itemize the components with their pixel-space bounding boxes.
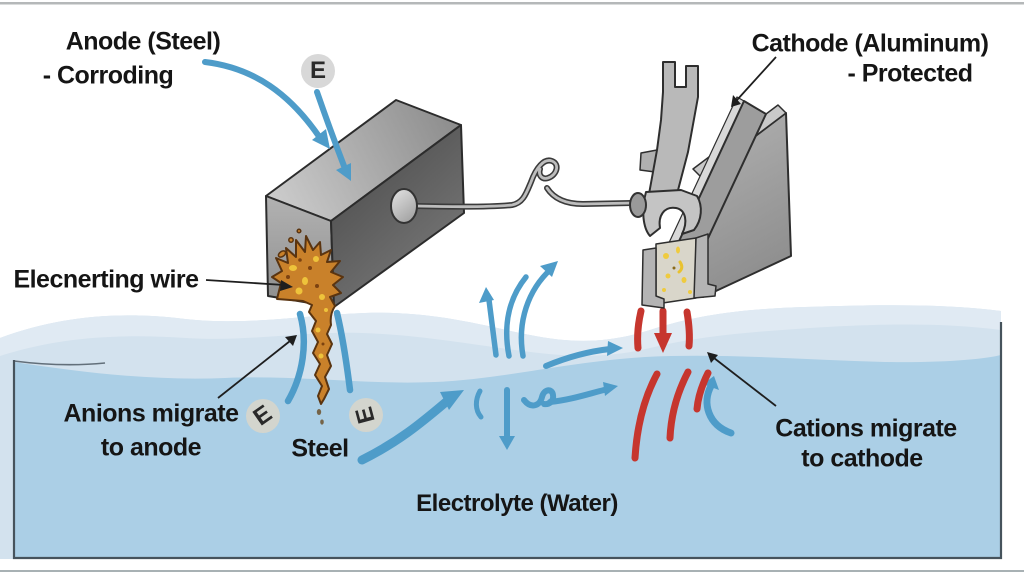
electrolyte-label: Electrolyte (Water): [416, 490, 618, 517]
electron-symbol-cathode: E: [349, 398, 383, 432]
electron-letter: E: [248, 399, 278, 432]
cation-arrowhead: [654, 333, 672, 353]
pointer-arrowheads: [280, 95, 741, 363]
wire-terminal-cathode: [629, 192, 647, 218]
connecting-wire: [413, 157, 635, 210]
wire-terminal-anode: [390, 188, 418, 224]
anode-label-line1: Anode (Steel): [65, 27, 221, 56]
protected-deposits: [662, 246, 692, 294]
rust-corrosion: [271, 228, 344, 425]
rust-flecks: [277, 228, 302, 258]
connecting-wire-label: Elecnerting wire: [13, 265, 199, 294]
cations-label-line1: Cations migrate: [775, 414, 957, 443]
anions-label-line1: Anions migrate: [63, 399, 239, 428]
electron-flow-arrowheads: [312, 129, 351, 181]
rust-droplets: [316, 409, 324, 425]
tank-border: [12, 322, 1003, 560]
steel-label: Steel: [291, 434, 349, 463]
cation-arrows: [631, 307, 712, 462]
cathode-label-line2: - Protected: [847, 59, 973, 88]
anode-label-line2: - Corroding: [42, 61, 174, 90]
electron-letter: E: [350, 403, 381, 427]
ion-flow-arrowheads: [440, 261, 719, 450]
electrolyte-water: [0, 305, 1003, 560]
ion-flow-arrows: [284, 266, 735, 465]
top-hairline: [0, 2, 1024, 5]
bottom-hairline: [0, 570, 1024, 572]
electron-symbol-top: E: [301, 54, 335, 88]
electron-flow-arrows: [202, 59, 347, 169]
cathode-label-line1: Cathode (Aluminum): [751, 29, 989, 58]
electron-symbol-anode: E: [246, 399, 280, 433]
pointer-lines: [205, 56, 777, 407]
cations-label-line2: to cathode: [801, 444, 923, 473]
electron-letter: E: [309, 57, 326, 84]
aluminum-cathode: [639, 61, 792, 309]
anions-label-line2: to anode: [100, 433, 202, 462]
